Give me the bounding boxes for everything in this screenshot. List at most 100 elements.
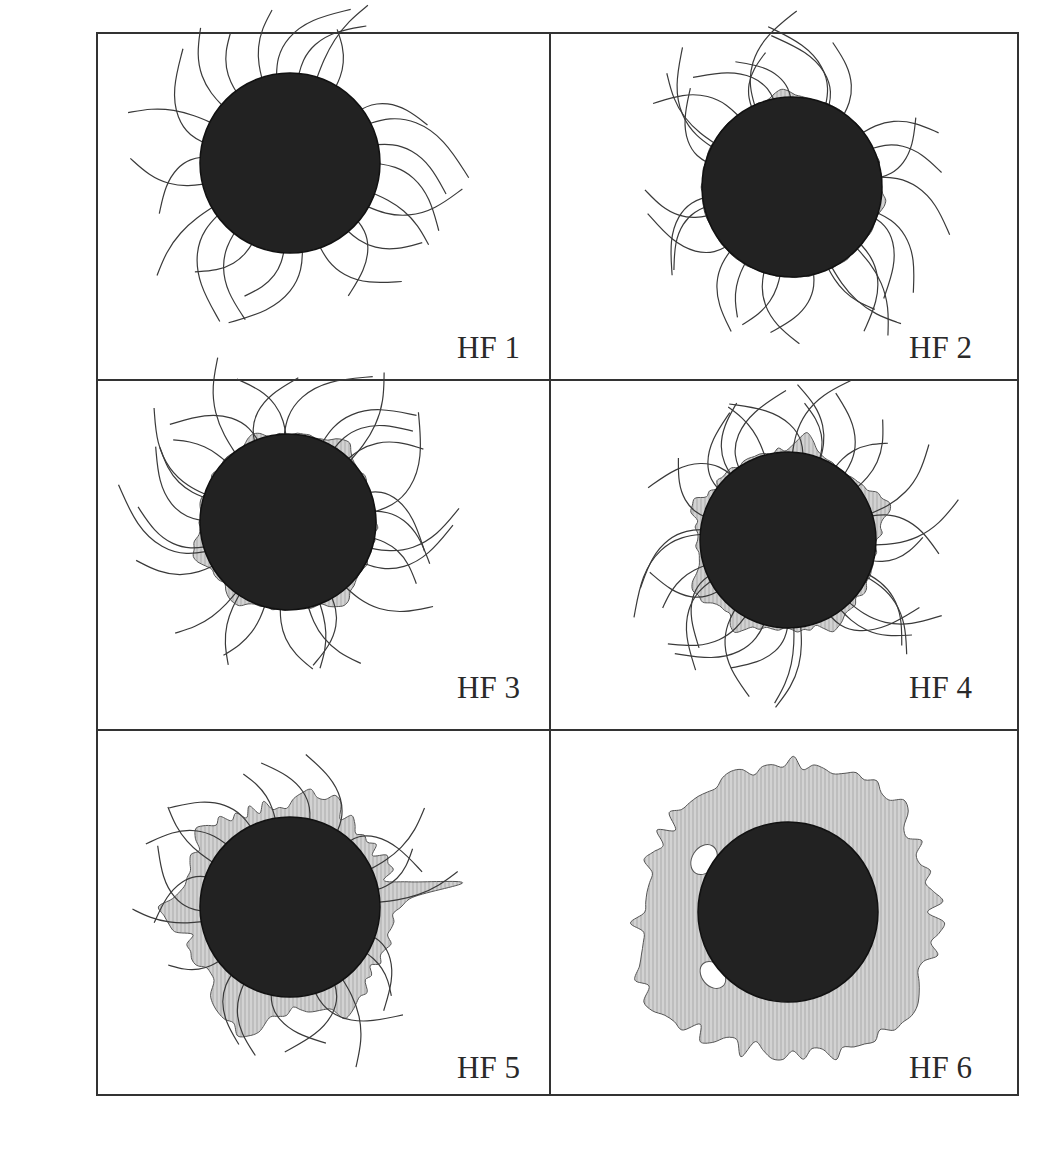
stage-label: HF 1 [457,332,520,363]
stage-label: HF 5 [457,1052,520,1083]
stage-label: HF 3 [457,672,520,703]
fiber [346,442,424,461]
fiber [321,410,416,445]
particle-core [200,434,376,610]
fiber [833,43,852,118]
fiber [198,28,224,108]
fiber [878,118,916,179]
particle-core [200,817,380,997]
fiber [686,579,713,670]
fiber [343,585,433,611]
fiber [138,507,208,548]
fiber [271,991,326,1043]
fiber [146,830,229,846]
fiber [371,537,417,583]
fiber [645,190,711,218]
fiber [792,381,850,456]
fiber [368,808,425,871]
fiber [742,272,781,324]
fiber [855,246,889,336]
fiber [869,537,922,561]
fiber [258,10,272,81]
fiber-panel [645,11,950,344]
fiber [175,590,238,633]
fiber-panel [119,358,460,669]
fiber [261,763,310,823]
fiber [223,972,239,1045]
particle-core [698,822,878,1002]
fiber [213,358,237,456]
fiber [314,990,403,1021]
fiber [873,217,894,299]
fiber [653,95,741,118]
particle-core [702,97,882,277]
matrix-deposit [631,756,945,1060]
fiber-panel [631,756,945,1060]
fiber [805,403,823,462]
fiber [376,163,439,230]
fiber [170,415,260,443]
fiber [348,372,384,463]
fiber [371,935,392,1010]
stage-label: HF 6 [909,1052,972,1083]
fiber-panel [128,5,469,322]
fiber [298,26,366,77]
fiber [691,574,711,648]
fiber [855,420,883,490]
fiber [376,872,458,903]
fiber [729,404,803,457]
stage-label: HF 2 [909,332,972,363]
fiber [868,445,929,515]
stage-label: HF 4 [909,672,972,703]
fiber [776,623,802,707]
fiber [367,119,469,178]
fiber [280,606,313,669]
fiber [226,33,238,95]
fiber [717,249,732,332]
stage-label-box: HF 4 [909,672,972,703]
fiber [345,229,422,249]
fiber [173,440,228,463]
fiber [169,802,253,829]
fiber [667,73,717,145]
fiber [828,607,919,630]
fiber [677,47,715,149]
fiber [224,230,246,320]
stage-label-box: HF 6 [909,1052,972,1083]
particle-core [700,452,876,628]
matrix-deposit [193,433,378,610]
fiber [364,951,392,996]
fiber [836,393,855,476]
fiber [668,614,748,646]
fiber [168,807,216,864]
fiber [860,121,939,134]
fiber-panel [634,381,958,708]
fiber [731,624,788,668]
fiber [674,206,708,270]
fiber [348,218,368,295]
fiber [223,603,265,655]
stage-label-box: HF 5 [457,1052,520,1083]
fiber [877,177,949,235]
fiber [721,403,736,477]
fiber [693,73,775,103]
fiber [838,607,912,635]
fiber [374,849,412,891]
fiber [159,157,204,214]
fiber [175,49,207,144]
fiber [847,600,942,624]
fiber [237,981,255,1056]
matrix-deposit [691,433,891,633]
stage-label-box: HF 3 [457,672,520,703]
fiber [277,9,351,78]
fiber [197,213,220,321]
fiber [365,189,463,215]
fiber [237,379,286,438]
fiber [371,192,429,245]
particle-core [200,73,380,253]
fiber [671,197,707,276]
fiber [371,511,429,564]
fiber [728,407,766,459]
fiber [735,260,746,317]
fiber [797,385,823,462]
